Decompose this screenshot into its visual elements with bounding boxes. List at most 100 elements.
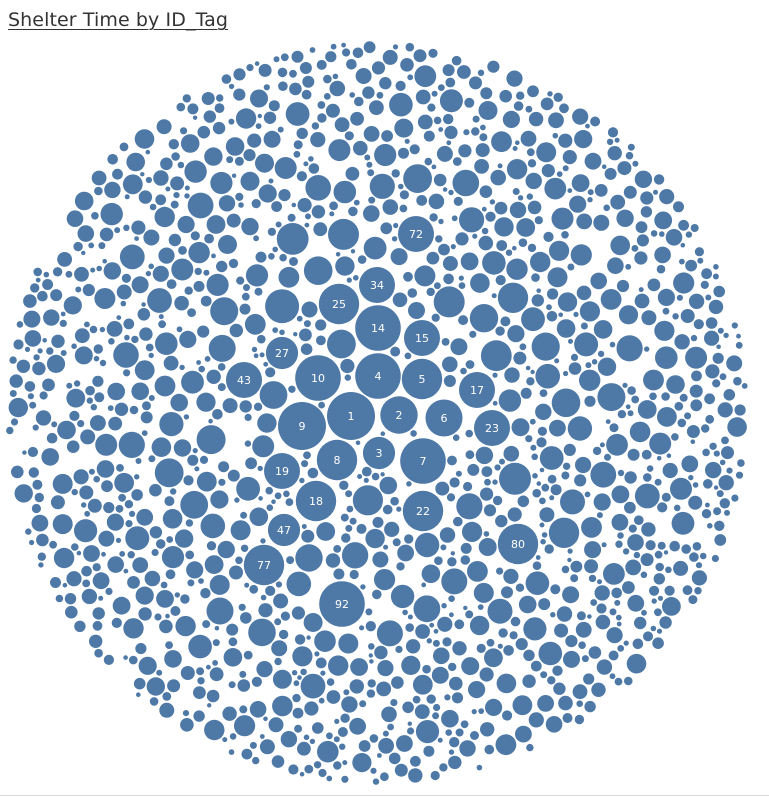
bubble[interactable] xyxy=(685,259,697,272)
bubble[interactable] xyxy=(641,609,647,616)
bubble[interactable] xyxy=(532,561,542,570)
bubble[interactable] xyxy=(657,595,664,601)
bubble[interactable] xyxy=(214,103,225,113)
bubble[interactable] xyxy=(712,273,719,280)
bubble[interactable] xyxy=(328,655,349,676)
bubble[interactable] xyxy=(316,59,327,70)
bubble[interactable] xyxy=(480,87,493,100)
bubble[interactable] xyxy=(137,308,151,321)
bubble[interactable] xyxy=(280,611,290,621)
bubble[interactable] xyxy=(584,152,602,170)
bubble[interactable] xyxy=(494,464,501,471)
bubble[interactable] xyxy=(391,676,404,689)
bubble[interactable] xyxy=(383,544,389,550)
bubble[interactable] xyxy=(369,659,374,664)
bubble[interactable] xyxy=(458,315,469,326)
bubble[interactable] xyxy=(145,343,154,352)
bubble[interactable] xyxy=(29,539,35,546)
bubble[interactable] xyxy=(471,709,477,715)
bubble[interactable] xyxy=(422,664,431,674)
bubble[interactable] xyxy=(609,341,616,348)
bubble[interactable] xyxy=(228,681,236,689)
bubble-34[interactable] xyxy=(359,267,395,303)
bubble[interactable] xyxy=(503,568,519,585)
bubble[interactable] xyxy=(165,613,170,619)
bubble[interactable] xyxy=(657,502,668,513)
bubble[interactable] xyxy=(477,604,484,610)
bubble[interactable] xyxy=(184,160,207,183)
bubble[interactable] xyxy=(111,617,122,629)
bubble[interactable] xyxy=(353,199,360,206)
bubble[interactable] xyxy=(550,612,556,618)
bubble[interactable] xyxy=(407,727,415,735)
bubble[interactable] xyxy=(591,359,598,365)
bubble[interactable] xyxy=(249,701,267,718)
bubble[interactable] xyxy=(426,251,440,265)
bubble[interactable] xyxy=(575,621,592,638)
bubble[interactable] xyxy=(614,599,621,606)
bubble[interactable] xyxy=(365,608,373,616)
bubble[interactable] xyxy=(561,565,570,574)
bubble[interactable] xyxy=(512,245,517,251)
bubble[interactable] xyxy=(540,671,548,679)
bubble[interactable] xyxy=(723,389,736,401)
bubble[interactable] xyxy=(681,544,691,554)
bubble[interactable] xyxy=(513,351,527,365)
bubble[interactable] xyxy=(403,164,432,194)
bubble[interactable] xyxy=(379,476,398,495)
bubble[interactable] xyxy=(177,161,185,169)
bubble[interactable] xyxy=(197,677,205,685)
bubble[interactable] xyxy=(468,681,486,699)
bubble[interactable] xyxy=(59,319,67,327)
bubble[interactable] xyxy=(176,102,186,112)
bubble[interactable] xyxy=(677,418,687,428)
bubble[interactable] xyxy=(81,250,86,256)
bubble[interactable] xyxy=(543,231,554,242)
bubble[interactable] xyxy=(467,561,488,582)
bubble[interactable] xyxy=(222,737,228,743)
bubble[interactable] xyxy=(570,560,583,573)
bubble[interactable] xyxy=(590,116,601,127)
bubble[interactable] xyxy=(446,493,456,502)
bubble[interactable] xyxy=(607,257,624,275)
bubble[interactable] xyxy=(184,286,193,295)
bubble[interactable] xyxy=(437,84,445,91)
bubble[interactable] xyxy=(473,582,494,603)
bubble[interactable] xyxy=(712,379,721,388)
bubble[interactable] xyxy=(286,556,295,565)
bubble[interactable] xyxy=(549,495,555,501)
bubble[interactable] xyxy=(173,439,192,457)
bubble[interactable] xyxy=(93,355,100,362)
bubble[interactable] xyxy=(278,189,291,202)
bubble[interactable] xyxy=(35,277,41,283)
bubble[interactable] xyxy=(661,492,671,502)
bubble[interactable] xyxy=(115,537,122,544)
bubble[interactable] xyxy=(350,111,364,126)
bubble[interactable] xyxy=(297,741,311,756)
bubble[interactable] xyxy=(299,477,305,484)
bubble[interactable] xyxy=(634,483,660,509)
bubble[interactable] xyxy=(196,392,216,412)
bubble[interactable] xyxy=(50,495,65,510)
bubble[interactable] xyxy=(713,285,725,298)
bubble[interactable] xyxy=(576,213,593,230)
bubble[interactable] xyxy=(148,395,155,401)
bubble[interactable] xyxy=(448,595,455,602)
bubble[interactable] xyxy=(415,89,431,105)
bubble[interactable] xyxy=(495,326,505,336)
bubble[interactable] xyxy=(170,176,185,191)
bubble[interactable] xyxy=(214,625,220,631)
bubble[interactable] xyxy=(293,332,298,337)
bubble[interactable] xyxy=(162,509,183,529)
bubble[interactable] xyxy=(10,418,19,426)
bubble[interactable] xyxy=(438,218,444,225)
bubble[interactable] xyxy=(536,142,557,163)
bubble[interactable] xyxy=(651,598,657,604)
bubble[interactable] xyxy=(368,196,376,204)
bubble[interactable] xyxy=(512,695,533,716)
bubble[interactable] xyxy=(286,571,312,597)
bubble[interactable] xyxy=(83,545,100,562)
bubble[interactable] xyxy=(317,740,339,763)
bubble[interactable] xyxy=(392,44,399,50)
bubble[interactable] xyxy=(299,771,305,777)
